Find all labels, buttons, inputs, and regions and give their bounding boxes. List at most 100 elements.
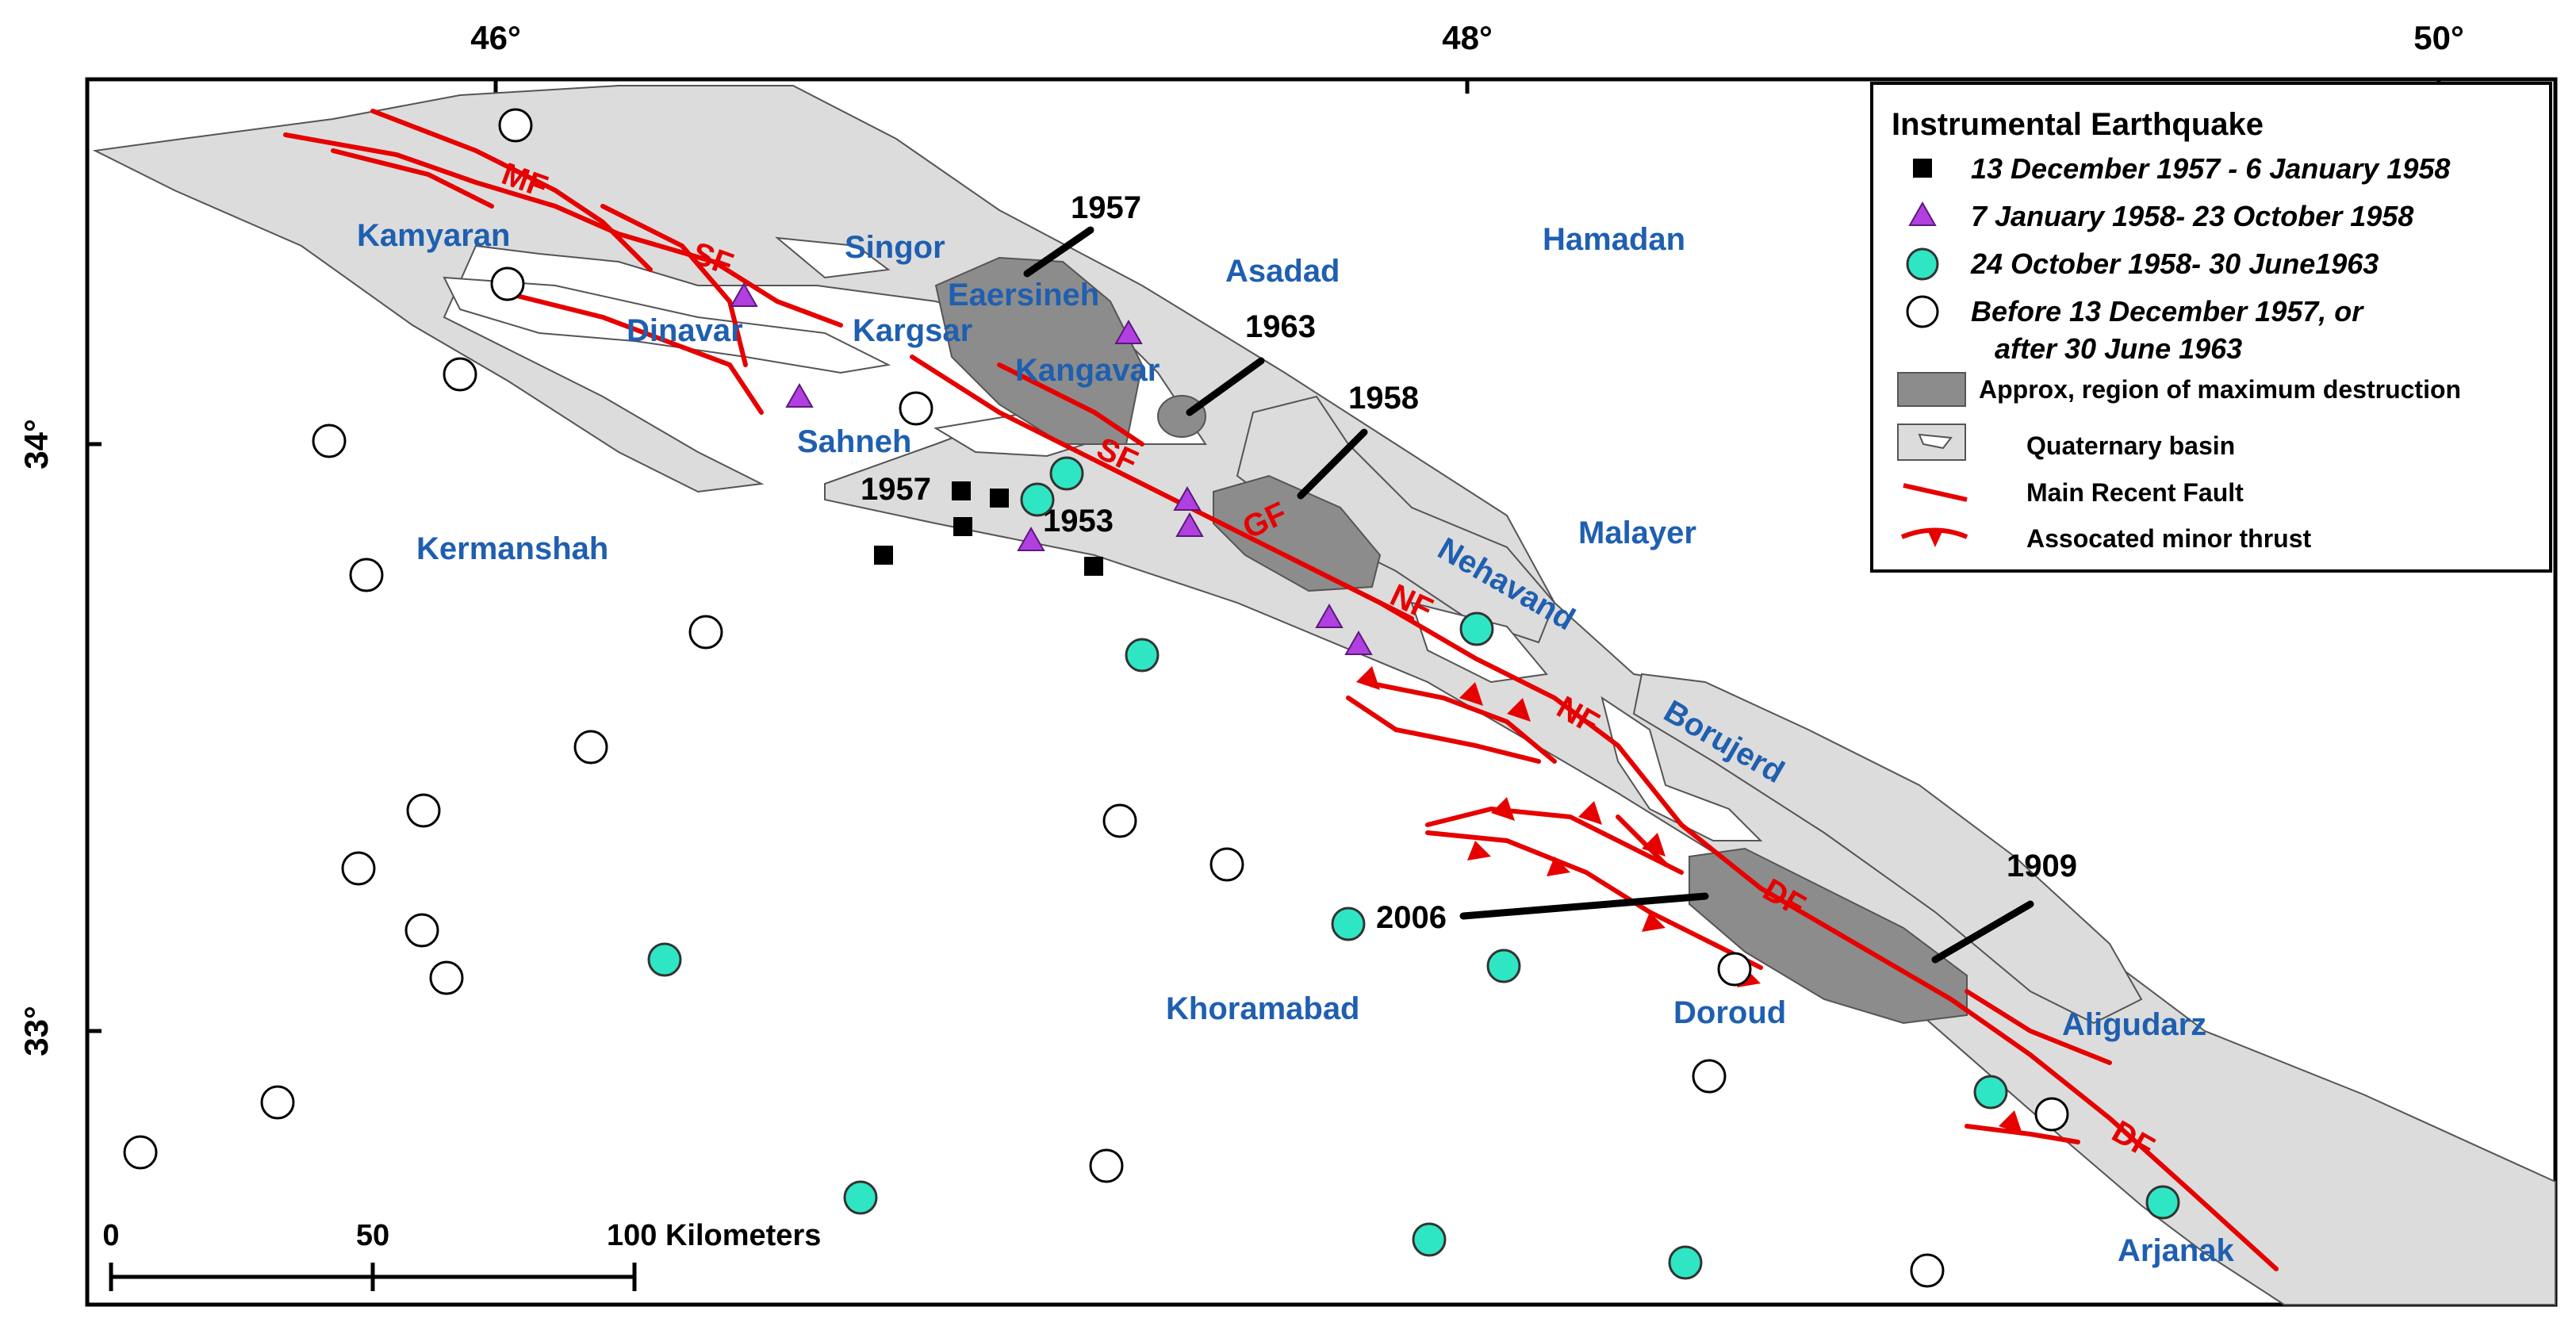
event-purple-triangle (785, 382, 814, 408)
legend-purple-triangle-icon (1908, 201, 1937, 226)
left-tick-34: 34° (17, 419, 55, 470)
year-1958: 1958 (1348, 381, 1419, 416)
legend-item-4-line1: Before 13 December 1957, or (1971, 295, 2364, 328)
legend-item-4-line2: after 30 June 1963 (1995, 332, 2242, 365)
event-purple-triangle (1114, 319, 1143, 344)
event-white-circle (1692, 1059, 1727, 1094)
event-white-circle (123, 1135, 158, 1170)
legend-black-square-icon (1913, 159, 1932, 178)
event-cyan-circle (843, 1180, 878, 1215)
event-purple-triangle (1175, 512, 1204, 537)
event-white-circle (406, 793, 441, 828)
legend-item-6: Quaternary basin (2026, 431, 2235, 460)
event-white-circle (573, 730, 608, 765)
year-1957-top: 1957 (1071, 190, 1141, 225)
year-1953: 1953 (1043, 504, 1114, 539)
place-singor: Singor (845, 230, 945, 265)
place-kamyaran: Kamyaran (357, 218, 510, 253)
place-hamadan: Hamadan (1543, 222, 1685, 257)
legend-item-5: Approx, region of maximum destruction (1979, 375, 2461, 404)
legend-item-8: Assocated minor thrust (2026, 524, 2312, 553)
place-kangavar: Kangavar (1015, 353, 1160, 388)
scale-tick-100: 100 Kilometers (607, 1219, 821, 1252)
place-khoramabad: Khoramabad (1166, 991, 1360, 1026)
event-cyan-circle (1412, 1222, 1447, 1257)
scale-bar (109, 1263, 637, 1291)
event-black-square (990, 489, 1009, 508)
event-purple-triangle (1344, 630, 1373, 655)
destruction-1958 (1213, 474, 1382, 592)
event-black-square (1084, 557, 1103, 576)
place-kermanshah: Kermanshah (416, 531, 608, 566)
event-white-circle (429, 960, 464, 995)
event-white-circle (498, 108, 533, 143)
event-purple-triangle (730, 282, 758, 307)
top-tick-46: 46° (470, 19, 521, 56)
legend-dark-gray-icon (1897, 372, 1966, 407)
legend-cyan-circle-icon (1906, 247, 1939, 281)
destruction-1957 (934, 256, 1144, 445)
event-cyan-circle (1668, 1245, 1703, 1280)
event-white-circle (404, 913, 439, 948)
place-arjanak: Arjanak (2118, 1233, 2234, 1268)
event-black-square (953, 517, 972, 536)
place-kargsar: Kargsar (853, 313, 972, 348)
place-doroud: Doroud (1673, 995, 1786, 1030)
event-white-circle (1717, 952, 1752, 987)
event-white-circle (1910, 1253, 1945, 1288)
event-cyan-circle (1020, 482, 1055, 517)
event-purple-triangle (1017, 526, 1045, 551)
event-cyan-circle (1486, 949, 1521, 983)
event-white-circle (899, 391, 933, 426)
event-white-circle (688, 615, 723, 650)
destruction-regions (934, 256, 1968, 1025)
event-white-circle (312, 424, 347, 458)
events-1958 (730, 282, 1373, 655)
event-white-circle (349, 558, 384, 592)
event-white-circle (443, 357, 477, 392)
place-malayer: Malayer (1578, 516, 1696, 550)
legend-title: Instrumental Earthquake (1892, 107, 2264, 142)
event-white-circle (341, 851, 376, 886)
scale-tick-50: 50 (356, 1219, 389, 1252)
faults (283, 109, 2279, 1271)
event-cyan-circle (2145, 1185, 2180, 1220)
year-2006: 2006 (1376, 900, 1447, 935)
event-purple-triangle (1315, 603, 1344, 628)
destruction-2006-1909 (1689, 847, 1968, 1025)
event-black-square (874, 546, 893, 565)
legend-thrust-tooth-icon (1927, 530, 1943, 547)
event-white-circle (490, 266, 525, 301)
place-asadad: Asadad (1225, 254, 1340, 289)
legend: Instrumental Earthquake 13 December 1957… (1870, 82, 2552, 573)
legend-item-1: 13 December 1957 - 6 January 1958 (1971, 152, 2450, 185)
event-white-circle (260, 1085, 295, 1120)
place-aligudarz: Aligudarz (2062, 1007, 2206, 1042)
top-tick-50: 50° (2413, 19, 2464, 56)
event-white-circle (1102, 803, 1137, 838)
event-cyan-circle (1125, 638, 1160, 673)
event-cyan-circle (1049, 456, 1084, 491)
place-sahneh: Sahneh (797, 424, 911, 459)
year-1963: 1963 (1245, 309, 1316, 344)
legend-white-circle-icon (1906, 295, 1939, 328)
place-dinavar: Dinavar (627, 313, 743, 348)
event-cyan-circle (1459, 611, 1494, 646)
event-cyan-circle (1973, 1075, 2008, 1110)
legend-item-2: 7 January 1958- 23 October 1958 (1971, 200, 2413, 232)
year-1957-left: 1957 (861, 472, 931, 507)
events-1958-1963 (647, 456, 2180, 1280)
event-black-square (952, 481, 971, 500)
legend-fault-icon (1903, 483, 1968, 502)
year-leaders (1023, 226, 2034, 964)
legend-item-7: Main Recent Fault (2026, 478, 2244, 507)
left-tick-33: 33° (17, 1006, 55, 1056)
events-1957-1958 (874, 481, 1103, 576)
event-purple-triangle (1173, 485, 1202, 511)
legend-item-3: 24 October 1958- 30 June1963 (1970, 247, 2379, 280)
event-white-circle (2034, 1097, 2069, 1132)
legend-basin-icon (1897, 424, 1966, 461)
event-white-circle (1089, 1148, 1124, 1183)
event-cyan-circle (647, 942, 682, 977)
event-white-circle (1209, 847, 1244, 882)
